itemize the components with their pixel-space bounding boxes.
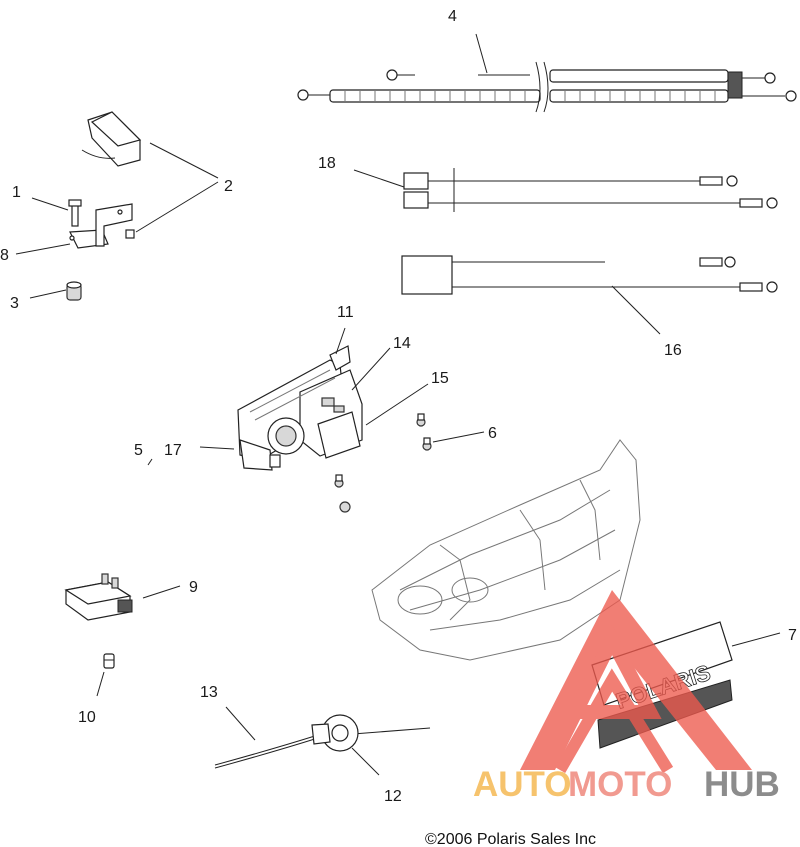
- part-4-cable: [297, 61, 797, 113]
- callout-labels: 4 2 1 8 3 18 16 11 14 15 6 5 17 9 10 13 …: [0, 8, 797, 805]
- callout-4: 4: [448, 8, 457, 25]
- callout-18: 18: [318, 155, 336, 172]
- part-8-bracket: [69, 203, 133, 249]
- watermark-hub: HUB: [704, 765, 780, 804]
- part-6-screws: [334, 413, 432, 513]
- callout-10: 10: [78, 709, 96, 726]
- watermark-text: AUTO MOTO HUB: [473, 765, 780, 804]
- part-10-screw: [103, 653, 115, 669]
- copyright-text: ©2006 Polaris Sales Inc: [425, 831, 596, 847]
- part-18-relay: [403, 168, 778, 212]
- callout-2: 2: [224, 178, 233, 195]
- part-16-harness: [401, 255, 778, 295]
- callout-14: 14: [393, 335, 411, 352]
- part-9-switch: [64, 573, 133, 621]
- callout-11: 11: [337, 304, 354, 321]
- callout-16: 16: [664, 342, 682, 359]
- callout-1: 1: [12, 184, 21, 201]
- part-12-clamp: [311, 714, 359, 752]
- callout-9: 9: [189, 579, 198, 596]
- callout-17: 17: [164, 442, 182, 459]
- part-1-bolt: [68, 199, 82, 227]
- callout-13: 13: [200, 684, 218, 701]
- callout-8: 8: [0, 247, 9, 264]
- part-3-spacer: [66, 281, 82, 301]
- watermark-moto: MOTO: [568, 765, 672, 804]
- part-housing-assembly: [237, 345, 363, 471]
- watermark-logo: [520, 590, 752, 774]
- callout-5: 5: [134, 442, 143, 459]
- callout-12: 12: [384, 788, 402, 805]
- leader-lines: [15, 33, 781, 776]
- watermark-auto: AUTO: [473, 765, 572, 804]
- callout-6: 6: [488, 425, 497, 442]
- callout-15: 15: [431, 370, 449, 387]
- callout-3: 3: [10, 295, 19, 312]
- bumper-outline: [371, 439, 641, 661]
- callout-7: 7: [788, 627, 797, 644]
- part-2-boot: [81, 111, 142, 239]
